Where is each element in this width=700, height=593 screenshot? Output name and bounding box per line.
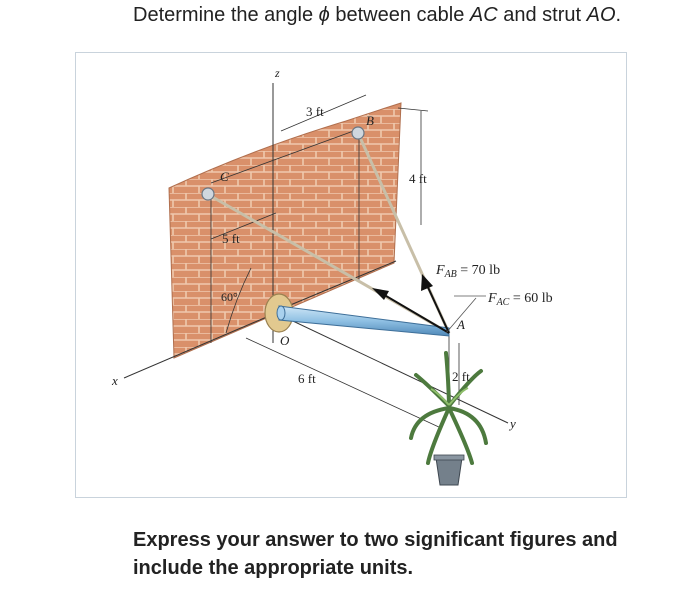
figure-frame: z x y B C A O 3 ft 4 ft 5 ft 6 ft 2 ft 6… xyxy=(75,52,627,498)
guide-top xyxy=(210,128,360,184)
force-ab-arrowhead xyxy=(421,274,433,291)
force-ac-sub: AC xyxy=(496,297,510,308)
strut-ao xyxy=(278,305,450,337)
wall-edge-line xyxy=(275,260,397,312)
axis-y-label: y xyxy=(508,416,516,431)
dim-2ft-label: 2 ft xyxy=(452,369,470,384)
force-ac-arrow xyxy=(380,292,450,334)
guide-5ft xyxy=(210,212,277,240)
pulley-c xyxy=(201,187,215,201)
question-end: . xyxy=(615,4,622,26)
y-axis-line xyxy=(275,312,509,424)
phi-symbol: ϕ xyxy=(318,4,330,26)
cable-name: AC xyxy=(469,4,498,26)
force-ac-label: FAC = 60 lb xyxy=(487,291,553,308)
force-ab-arrow xyxy=(425,282,450,334)
instruction-text: Express your answer to two significant f… xyxy=(133,529,618,579)
question-joiner: and strut xyxy=(497,4,587,26)
potted-plant xyxy=(409,351,488,486)
force-ab-sub: AB xyxy=(444,269,457,280)
dim-5ft-label: 5 ft xyxy=(222,231,240,246)
question-text: Determine the angle ϕ between cable AC a… xyxy=(133,2,653,28)
point-a-label: A xyxy=(456,317,465,332)
force-ab-value: = 70 lb xyxy=(457,263,500,278)
brick-wall xyxy=(168,102,402,359)
dim-6ft-label: 6 ft xyxy=(298,371,316,386)
force-ab-label: FAB = 70 lb xyxy=(435,263,500,280)
force-ac-leader xyxy=(445,297,477,334)
dim-3ft-label: 3 ft xyxy=(306,104,324,119)
force-ac-value: = 60 lb xyxy=(509,291,552,306)
dim-3ft-line xyxy=(280,94,367,132)
x-axis-line xyxy=(123,312,277,379)
dim-4ft-label: 4 ft xyxy=(409,171,427,186)
strut-end-o xyxy=(276,305,286,321)
pulley-b xyxy=(351,126,365,140)
point-c-label: C xyxy=(220,169,229,184)
angle-60-arc xyxy=(225,267,252,334)
force-ac-arrowhead xyxy=(372,288,389,300)
diagram-svg: z x y B C A O 3 ft 4 ft 5 ft 6 ft 2 ft 6… xyxy=(111,66,553,486)
strut-name: AO xyxy=(586,4,616,26)
axis-z-label: z xyxy=(274,66,280,80)
question-prefix: Determine the angle xyxy=(133,4,319,26)
point-o-label: O xyxy=(280,333,290,348)
question-middle: between cable xyxy=(329,4,470,26)
force-ab-symbol: F xyxy=(435,263,445,278)
angle-60-label: 60° xyxy=(221,290,238,304)
point-b-label: B xyxy=(366,113,374,128)
dim-6ft-line xyxy=(245,337,442,429)
force-ac-symbol: F xyxy=(487,291,497,306)
axis-x-label: x xyxy=(111,373,118,388)
dim-4ft-top xyxy=(397,107,429,112)
